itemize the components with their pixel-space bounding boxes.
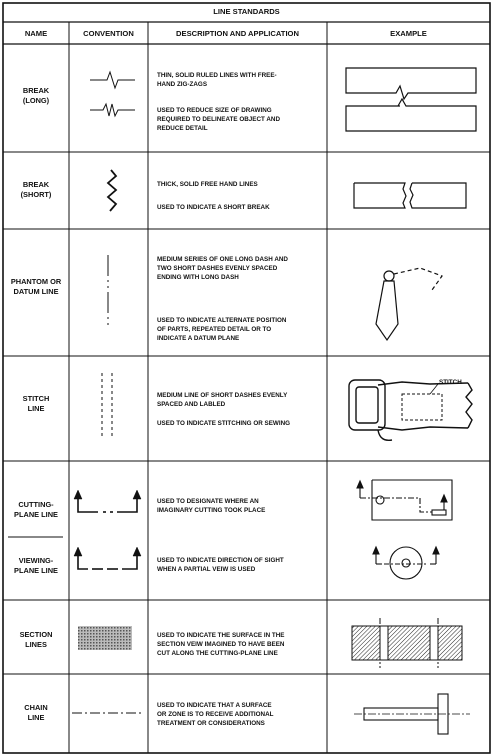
break-short-convention	[106, 169, 118, 212]
break-short-example	[353, 182, 467, 209]
viewing-plane-example	[372, 545, 440, 580]
stitch-desc: MEDIUM LINE OF SHORT DASHES EVENLY SPACE…	[157, 392, 288, 408]
section-desc: USED TO INDICATE THE SURFACE IN THE SECT…	[157, 632, 285, 657]
break-short-desc: THICK, SOLID FREE HAND LINES	[157, 181, 258, 188]
header-convention: CONVENTION	[83, 29, 134, 38]
row-name-chain: CHAIN LINE	[24, 703, 48, 722]
break-long-desc: THIN, SOLID RULED LINES WITH FREE- HAND …	[157, 72, 277, 88]
table-title: LINE STANDARDS	[213, 7, 280, 16]
phantom-use: USED TO INDICATE ALTERNATE POSITION OF P…	[157, 317, 287, 342]
row-name-break-long: BREAK (LONG)	[22, 86, 50, 105]
header-name: NAME	[24, 29, 48, 38]
viewing-plane-desc: USED TO INDICATE DIRECTION OF SIGHT WHEN…	[157, 557, 284, 573]
row-name-stitch: STITCH LINE	[22, 394, 50, 413]
cutting-plane-desc: USED TO DESIGNATE WHERE AN IMAGINARY CUT…	[157, 498, 266, 514]
row-name-break-short: BREAK (SHORT)	[20, 180, 52, 199]
stitch-use: USED TO INDICATE STITCHING OR SEWING	[157, 420, 291, 427]
header-description: DESCRIPTION AND APPLICATION	[176, 29, 299, 38]
stitch-line-example	[348, 379, 473, 441]
row-name-phantom: PHANTOM OR DATUM LINE	[10, 277, 62, 296]
section-lines-convention	[78, 626, 132, 650]
row-name-viewing-plane: VIEWING- PLANE LINE	[14, 556, 58, 575]
phantom-line-example	[375, 267, 443, 342]
break-long-convention	[90, 70, 135, 118]
break-long-example	[345, 67, 477, 132]
cutting-plane-convention	[73, 489, 142, 513]
row-name-section: SECTION LINES	[19, 630, 53, 649]
section-lines-example	[351, 618, 463, 668]
phantom-desc: MEDIUM SERIES OF ONE LONG DASH AND TWO S…	[157, 256, 288, 281]
chain-line-example	[354, 693, 470, 735]
chain-desc: USED TO INDICATE THAT A SURFACE OR ZONE …	[157, 702, 274, 727]
break-long-use: USED TO REDUCE SIZE OF DRAWING REQUIRED …	[157, 107, 281, 132]
header-example: EXAMPLE	[390, 29, 427, 38]
cutting-plane-example	[356, 479, 453, 521]
break-short-use: USED TO INDICATE A SHORT BREAK	[157, 204, 270, 211]
viewing-plane-convention	[73, 546, 142, 570]
row-name-cutting-plane: CUTTING- PLANE LINE	[14, 500, 58, 519]
stitch-line-convention	[101, 373, 113, 438]
stitch-example-label: STITCH	[439, 379, 462, 386]
